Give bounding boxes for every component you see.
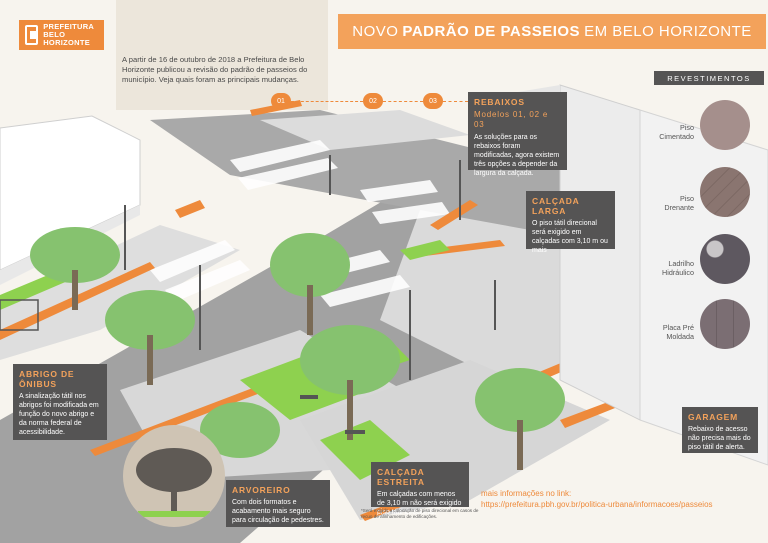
card-body: Rebaixo de acesso não precisa mais do pi…: [688, 426, 751, 451]
logo-line-1: PREFEITURA: [43, 22, 95, 31]
step-connector: [291, 101, 363, 102]
card-title: REBAIXOS: [474, 97, 525, 107]
swatch-label-line1: Piso: [680, 123, 694, 132]
swatch-placa-pre-moldada: [700, 299, 750, 349]
logo-line-2: BELO HORIZONTE: [43, 30, 91, 47]
swatch-label-line1: Piso: [680, 194, 694, 203]
title-bold: PADRÃO DE PASSEIOS: [402, 23, 581, 40]
logo-text: PREFEITURA BELO HORIZONTE: [43, 23, 98, 47]
card-calcada-larga: CALÇADA LARGA O piso tátil direcional se…: [526, 191, 615, 254]
card-title: ARVOREIRO: [232, 485, 291, 495]
swatch-ladrilho-hidraulico: [700, 234, 750, 284]
card-arvoreiro: ARVOREIRO Com dois formatos e acabamento…: [226, 480, 330, 527]
card-calcada-estreita: CALÇADA ESTREITA Em calçadas com menos d…: [371, 462, 469, 516]
step-marker-02: 02: [363, 93, 383, 109]
swatch-label: Piso Drenante: [624, 194, 694, 212]
card-rebaixos: REBAIXOS Modelos 01, 02 e 03 As soluções…: [468, 92, 567, 177]
intro-text: A partir de 16 de outubro de 2018 a Pref…: [122, 55, 308, 84]
title-suffix: EM BELO HORIZONTE: [584, 23, 752, 40]
swatch-label-line1: Ladrilho: [668, 259, 694, 268]
card-title: GARAGEM: [688, 412, 738, 422]
page-title: NOVO PADRÃO DE PASSEIOS EM BELO HORIZONT…: [338, 14, 766, 49]
step-connector: [383, 101, 423, 102]
title-prefix: NOVO: [352, 23, 399, 40]
arvoreiro-illustration: [123, 425, 225, 527]
swatch-piso-cimentado: [700, 100, 750, 150]
card-title: ABRIGO DE ÔNIBUS: [19, 369, 75, 389]
pbh-logo: PREFEITURA BELO HORIZONTE: [19, 20, 104, 50]
card-title: CALÇADA LARGA: [532, 196, 580, 216]
card-body: Em calçadas com menos de 3,10 m não será…: [377, 491, 462, 516]
card-body: As soluções para os rebaixos foram modif…: [474, 134, 560, 177]
swatch-label-line2: Cimentado: [659, 132, 694, 141]
swatch-label-line1: Placa Pré: [662, 323, 694, 332]
more-info-link[interactable]: https://prefeitura.pbh.gov.br/politica-u…: [481, 500, 713, 509]
step-connector: [443, 101, 468, 102]
swatch-label-line2: Moldada: [666, 332, 694, 341]
card-garagem: GARAGEM Rebaixo de acesso não precisa ma…: [682, 407, 758, 453]
card-body: Com dois formatos e acabamento mais segu…: [232, 499, 324, 524]
swatch-label-line2: Hidráulico: [662, 268, 694, 277]
swatch-label-line2: Drenante: [664, 203, 694, 212]
more-info-label: mais informações no link:: [481, 489, 572, 498]
step-marker-03: 03: [423, 93, 443, 109]
tree-icon: [136, 448, 212, 517]
card-body: A sinalização tátil nos abrigos foi modi…: [19, 393, 99, 436]
step-marker-01: 01: [271, 93, 291, 109]
swatch-label: Piso Cimentado: [624, 123, 694, 141]
card-body: O piso tátil direcional será exigido em …: [532, 220, 608, 254]
city-hall-icon: [25, 25, 39, 45]
swatch-label: Ladrilho Hidráulico: [624, 259, 694, 277]
card-abrigo-onibus: ABRIGO DE ÔNIBUS A sinalização tátil nos…: [13, 364, 107, 440]
footnote: *Será exigido a colocação de piso direci…: [361, 508, 479, 519]
revestimentos-title: REVESTIMENTOS: [654, 71, 764, 85]
swatch-label: Placa Pré Moldada: [624, 323, 694, 341]
card-title: CALÇADA ESTREITA: [377, 467, 425, 487]
card-subtitle: Modelos 01, 02 e 03: [474, 110, 549, 129]
swatch-piso-drenante: [700, 167, 750, 217]
